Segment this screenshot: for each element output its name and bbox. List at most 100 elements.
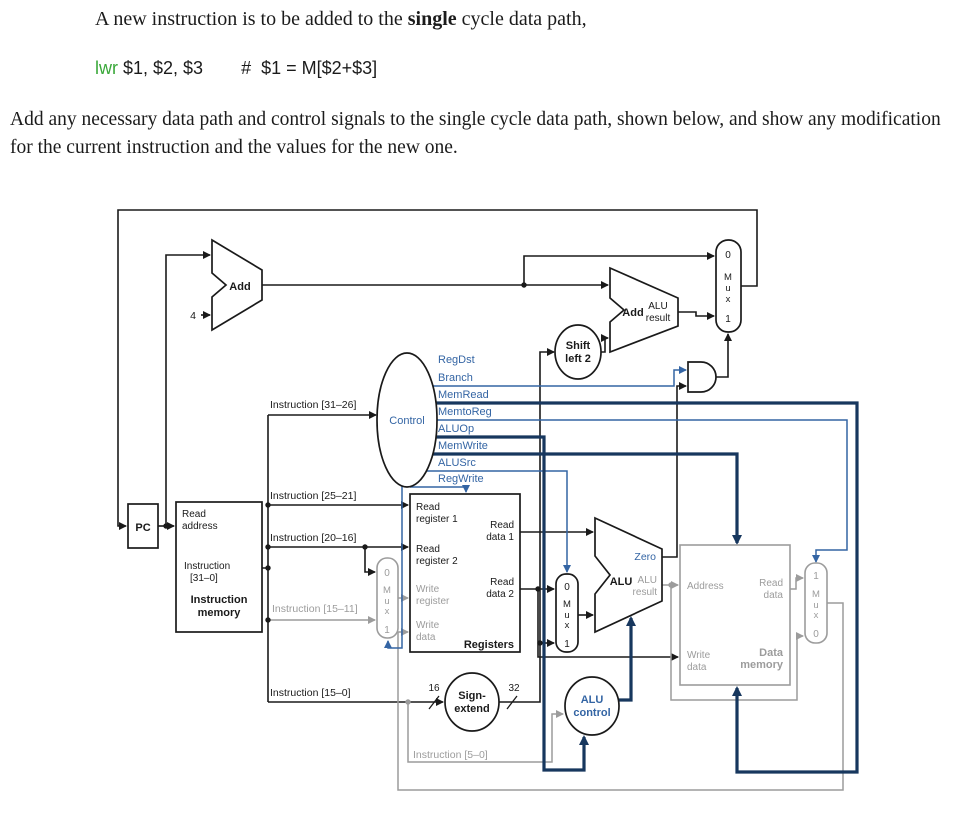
- field-instr-15-11: Instruction [15–11]: [272, 603, 358, 615]
- alu-result-label-2: result: [633, 587, 658, 598]
- alusrc-mux-letter-m: M: [563, 599, 571, 610]
- mux-labels: 0 M u x 1 0 M u x 1 0 M u x 1 1 M u x 0: [383, 250, 820, 650]
- read-data-2-label-2: data 2: [486, 589, 514, 600]
- branch-and-gate: [687, 361, 717, 393]
- wire-regdst: [384, 484, 403, 649]
- shift-left-2-label-2: left 2: [565, 353, 591, 365]
- signal-regwrite: RegWrite: [438, 473, 484, 485]
- field-instr-15-0: Instruction [15–0]: [270, 687, 351, 699]
- regdst-mux-letter-u: u: [384, 596, 389, 607]
- alusrc-mux-in1: 1: [564, 639, 570, 650]
- address-label: Address: [687, 581, 724, 592]
- field-instr-25-21: Instruction [25–21]: [270, 490, 356, 502]
- wire-alucontrol-to-alu: [618, 616, 636, 702]
- alu-label: ALU: [610, 576, 633, 588]
- wire-memwrite: [432, 452, 742, 545]
- junction: [163, 523, 169, 529]
- wire-rt-to-regdst-mux0: [364, 547, 376, 576]
- regdst-mux-letter-m: M: [383, 585, 391, 596]
- instruction-31-0-label-1: Instruction: [184, 561, 230, 572]
- wire-branch-adder-to-mux1: [678, 311, 715, 320]
- alu-control-label-1: ALU: [581, 694, 604, 706]
- junction: [362, 544, 368, 550]
- wire-branch: [432, 366, 687, 387]
- write-data-reg-label-2: data: [416, 632, 436, 643]
- mem-read-data-label-2: data: [764, 590, 784, 601]
- shift-left-2-label-1: Shift: [566, 340, 591, 352]
- junction: [265, 502, 271, 508]
- wire-regwrite: [410, 485, 470, 493]
- instruction-memory-label-2: memory: [198, 607, 242, 619]
- branch-alu-result-label-1: ALU: [648, 301, 667, 312]
- junction: [668, 582, 674, 588]
- wire-aluresult-bypass-to-memtoreg-mux: [670, 585, 804, 701]
- sign-extend-label-2: extend: [454, 703, 489, 715]
- sign-extend-oval: [444, 672, 500, 732]
- signal-alusrc: ALUSrc: [438, 457, 476, 469]
- shift-left-2-oval: [554, 324, 602, 380]
- wire-pc-to-adder: [165, 251, 211, 526]
- memtoreg-mux-letter-x: x: [814, 610, 819, 621]
- pc-adder-label: Add: [229, 281, 250, 293]
- data-memory-box: [679, 544, 791, 686]
- question-body: Add any necessary data path and control …: [10, 109, 941, 159]
- instruction-code-line: lwr $1, $2, $3# $1 = M[$2+$3]: [95, 58, 377, 79]
- write-data-reg-label-1: Write: [416, 620, 440, 631]
- sign-extend-label-1: Sign-: [458, 690, 486, 702]
- mem-read-data-label-1: Read: [759, 578, 783, 589]
- pcsrc-mux-letter-m: M: [724, 272, 732, 283]
- width-32-label: 32: [508, 683, 520, 694]
- alusrc-mux-letter-x: x: [565, 620, 570, 631]
- width-16-label: 16: [428, 683, 440, 694]
- junction: [265, 565, 271, 571]
- wires-gray: [268, 574, 844, 791]
- write-register-label-1: Write: [416, 584, 440, 595]
- signal-memread: MemRead: [438, 389, 489, 401]
- regdst-mux: [376, 557, 399, 639]
- read-data-1-label-1: Read: [490, 520, 514, 531]
- operands-text: $1, $2, $3: [118, 58, 204, 78]
- regdst-mux-in0: 0: [384, 568, 390, 579]
- control-label: Control: [389, 415, 424, 427]
- junction: [265, 544, 271, 550]
- wires-black: [117, 209, 758, 710]
- alu-control-oval: [564, 676, 620, 736]
- read-address-label-1: Read: [182, 509, 206, 520]
- alu-shape: [594, 516, 663, 634]
- wires-heavy-navy: [432, 401, 859, 774]
- read-register-1-label-2: register 1: [416, 514, 458, 525]
- wire-signextend-to-shift: [499, 348, 555, 703]
- mem-write-data-label-1: Write: [687, 650, 711, 661]
- code-comment: # $1 = M[$2+$3]: [241, 58, 378, 78]
- datapath-diagram: PC Read address Instruction [31–0] Instr…: [117, 209, 859, 791]
- diagram-labels: PC Read address Instruction [31–0] Instr…: [135, 281, 784, 761]
- pcsrc-mux: [715, 239, 742, 333]
- wire-and-to-mux-select: [716, 333, 732, 378]
- branch-adder-shape: [609, 266, 679, 354]
- memtoreg-mux-letter-m: M: [812, 589, 820, 600]
- pc-adder-shape: [211, 238, 263, 332]
- data-memory-label-2: memory: [740, 659, 784, 671]
- signal-memtoreg: MemtoReg: [438, 406, 492, 418]
- memtoreg-mux-letter-u: u: [813, 600, 818, 611]
- zero-label: Zero: [634, 551, 656, 563]
- field-instr-20-16: Instruction [20–16]: [270, 532, 356, 544]
- question-intro: A new instruction is to be added to the …: [95, 8, 587, 31]
- intro-bold-word: single: [407, 8, 457, 30]
- pcsrc-mux-letter-x: x: [726, 294, 731, 305]
- instruction-memory-box: [175, 501, 263, 633]
- branch-adder-label: Add: [622, 307, 643, 319]
- signal-aluop: ALUOp: [438, 423, 474, 435]
- pcsrc-mux-in1: 1: [725, 314, 731, 325]
- alusrc-mux-in0: 0: [564, 582, 570, 593]
- junction: [405, 699, 411, 705]
- alusrc-mux-letter-u: u: [564, 610, 569, 621]
- pcsrc-mux-in0: 0: [725, 250, 731, 261]
- mem-write-data-label-2: data: [687, 662, 707, 673]
- pc-label: PC: [135, 522, 150, 534]
- wire-memreaddata-to-mux: [790, 574, 804, 590]
- functional-units: [127, 238, 828, 736]
- junction: [521, 282, 527, 288]
- branch-alu-result-label-2: result: [646, 313, 671, 324]
